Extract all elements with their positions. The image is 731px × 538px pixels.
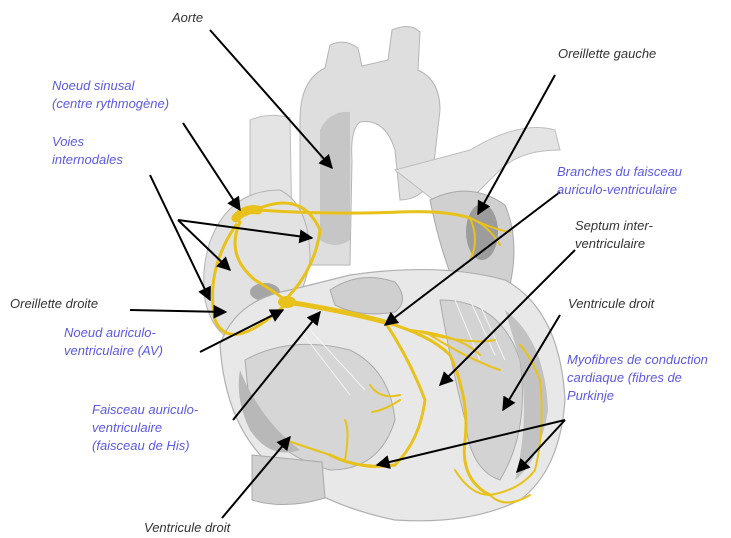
arrow-noeud-sinusal bbox=[183, 123, 240, 210]
label-oreillette-droite: Oreillette droite bbox=[10, 296, 98, 312]
label-myofibres-line1: Myofibres de conduction bbox=[567, 352, 708, 368]
label-septum-line2: ventriculaire bbox=[575, 236, 645, 252]
inferior-vena-cava bbox=[252, 455, 325, 505]
label-aorte: Aorte bbox=[172, 10, 203, 26]
label-branches-line1: Branches du faisceau bbox=[557, 164, 682, 180]
label-noeud-av-line1: Noeud auriculo- bbox=[64, 325, 156, 341]
label-voies-line2: internodales bbox=[52, 152, 123, 168]
label-noeud-sinusal-line2: (centre rythmogène) bbox=[52, 96, 169, 112]
label-septum-line1: Septum inter- bbox=[575, 218, 653, 234]
label-oreillette-gauche: Oreillette gauche bbox=[558, 46, 656, 62]
label-voies-line1: Voies bbox=[52, 134, 84, 150]
label-branches-line2: auriculo-ventriculaire bbox=[557, 182, 677, 198]
label-myofibres-line3: Purkinje bbox=[567, 388, 614, 404]
label-ventricule-droit-right: Ventricule droit bbox=[568, 296, 654, 312]
label-faisceau-line3: (faisceau de His) bbox=[92, 438, 190, 454]
label-faisceau-line1: Faisceau auriculo- bbox=[92, 402, 198, 418]
label-ventricule-droit-bottom: Ventricule droit bbox=[144, 520, 230, 536]
label-noeud-av-line2: ventriculaire (AV) bbox=[64, 343, 163, 359]
aorta-shadow bbox=[320, 112, 350, 245]
label-noeud-sinusal-line1: Noeud sinusal bbox=[52, 78, 134, 94]
label-myofibres-line2: cardiaque (fibres de bbox=[567, 370, 682, 386]
heart-illustration bbox=[204, 26, 565, 520]
label-faisceau-line2: ventriculaire bbox=[92, 420, 162, 436]
arrow-voies-3 bbox=[150, 175, 210, 300]
